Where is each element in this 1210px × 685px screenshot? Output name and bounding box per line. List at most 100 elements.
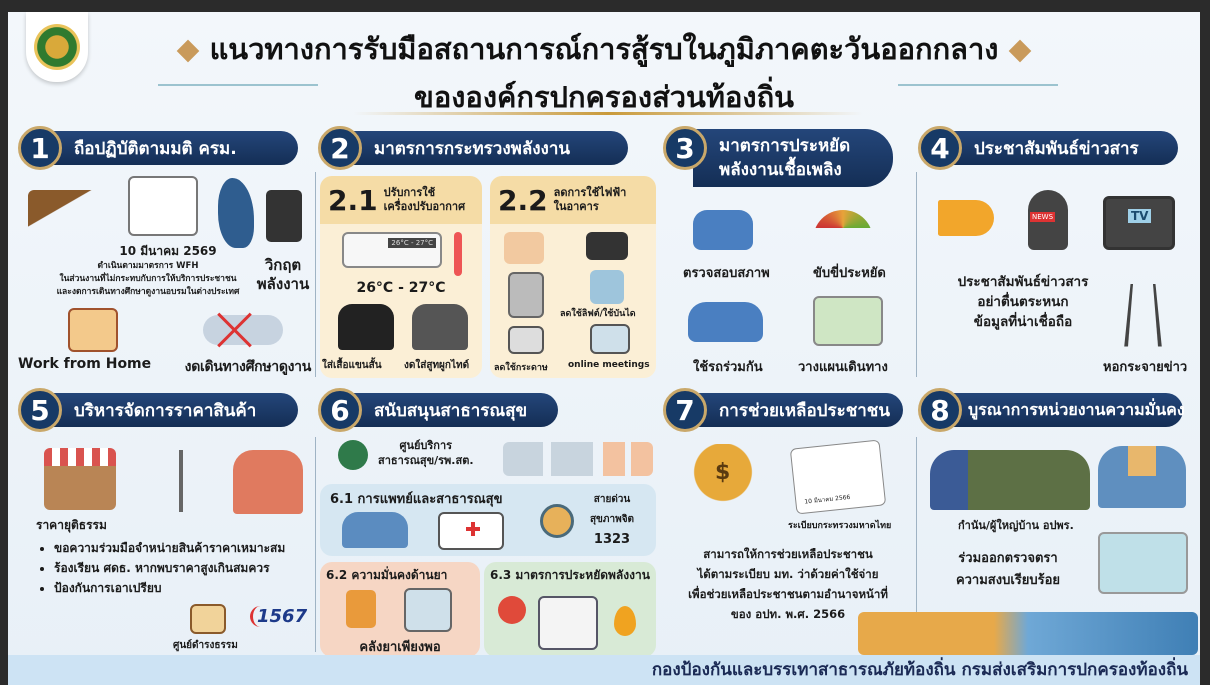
section-title: การช่วยเหลือประชาชน [693,393,903,427]
no-suit-icon [412,304,468,350]
video-meeting-icon [590,324,630,354]
pr-description: ประชาสัมพันธ์ข่าวสารอย่าตื่นตระหนกข้อมูล… [957,274,1089,330]
paper-label: ลดใช้กระดาษ [494,363,548,373]
title-line-2: ขององค์กรปกครองส่วนท้องถิ่น [414,80,794,114]
fair-price-label: ราคายุติธรรม [36,518,107,532]
divider [315,172,316,377]
section-title: บริหารจัดการราคาสินค้า [48,393,298,427]
microphone-icon: NEWS [1028,190,1068,250]
sub-title: 6.2 ความมั่นคงด้านยา [326,568,448,582]
infographic-poster: แนวทางการรับมือสถานการณ์การสู้รบในภูมิภา… [8,12,1200,685]
fuel-drop-icon [614,606,636,636]
circuit-decoration [158,84,318,86]
gold-ornament [353,112,863,115]
title-line-1: แนวทางการรับมือสถานการณ์การสู้รบในภูมิภา… [8,26,1200,72]
hospital-icon [538,596,598,650]
monitor-icon [586,232,628,260]
divider [916,172,917,377]
house-icon [68,308,118,352]
sub-title: ลดการใช้ไฟฟ้าในอาคาร [553,186,627,213]
energy-crisis-label: วิกฤตพลังงาน [256,256,310,293]
list-item: ป้องกันการเอาเปรียบ [54,578,285,598]
car-repair-icon [693,210,753,250]
carpool-icon [688,302,763,342]
oil-barrel-icon [266,190,302,242]
stairs-icon [590,270,624,304]
section-number: 2 [318,126,362,170]
section-number: 7 [663,388,707,432]
tv-icon: TV [1103,196,1175,250]
printer-icon [508,326,544,354]
mental-health-headset-icon [540,504,574,538]
section-number: 5 [18,388,62,432]
sub-number: 2.1 [328,183,378,217]
health-service-label: ศูนย์บริการสาธารณสุข/รพ.สต. [378,439,474,467]
department-logo [26,12,88,82]
section-number: 6 [318,388,362,432]
medicine-cabinet-icon [404,588,452,632]
sub-title: ปรับการใช้เครื่องปรับอากาศ [383,186,466,213]
assistance-description: สามารถให้การช่วยเหลือประชาชนได้ตามระเบีย… [688,547,888,621]
no-suit-label: งดใส่สูทผูกไทด์ [404,360,470,371]
document-icon [128,176,198,236]
money-bag-hand-icon: $ [693,444,753,514]
thermometer-icon [454,232,462,276]
caregivers-icon [342,512,408,548]
broadcast-tower-icon [1124,284,1162,347]
regulation-document-icon: 10 มีนาคม 2566 [789,439,887,515]
item-label: ตรวจสอบสภาพ [683,266,770,281]
speedometer-icon [813,210,873,246]
section-number: 4 [918,126,962,170]
gavel-icon [28,190,98,240]
health-center-icon [338,440,368,470]
people-label: กำนัน/ผู้ใหญ่บ้าน อปพร. [958,519,1074,532]
list-item: ขอความร่วมมือจำหน่ายสินค้าราคาเหมาะสม [54,538,285,558]
subpanel-6-2: 6.2 ความมั่นคงด้านยา คลังยาเพียงพอ [320,562,480,657]
item-label: ใช้รถร่วมกัน [693,360,763,375]
sub-title: 6.1 การแพทย์และสาธารณสุข [330,492,503,507]
medicine-desc: คลังยาเพียงพอ [359,640,441,655]
section-title: มาตรการกระทรวงพลังงาน [348,131,628,165]
medicine-bottle-icon [346,590,376,628]
wfh-label: Work from Home [18,356,152,372]
short-sleeve-label: ใส่เสื้อแขนสั้น [322,360,382,371]
bullet-list: ขอความร่วมมือจำหน่ายสินค้าราคาเหมาะสม ร้… [54,538,285,598]
villagers-house-icon [1098,446,1186,508]
patrol-description: ร่วมออกตรวจตราความสงบเรียบร้อย [955,551,1061,588]
cityscape-skyline [858,612,1198,655]
no-travel-label: งดเดินทางศึกษาดูงาน [184,359,312,375]
section-title: ถือปฏิบัติตามมติ ครม. [48,131,298,165]
divider [315,437,316,652]
thailand-map-icon [218,178,254,248]
seal-icon [34,24,80,70]
map-route-icon [813,296,883,346]
section-number: 1 [18,126,62,170]
section-title: บูรณาการหน่วยงานความมั่นคง [948,393,1185,427]
megaphone-icon [938,200,994,236]
tower-label: หอกระจายข่าว [1103,360,1188,375]
subpanel-6-3: 6.3 มาตรการประหยัดพลังงาน [484,562,656,657]
shoppers-icon [233,450,303,514]
ornament-icon [1009,39,1032,63]
medical-staff-icon [503,442,653,476]
world-map-icon [1098,532,1188,594]
ornament-icon [176,39,199,63]
short-sleeve-people-icon [338,304,394,350]
elevator-icon [508,272,544,318]
section-number: 3 [663,126,707,170]
no-airplane-icon [203,312,283,348]
ambulance-icon [438,512,504,550]
hotline-1567-logo: 1567 [250,606,307,627]
damrongtham-center-icon [190,604,226,634]
stairs-label: ลดใช้ลิฟต์/ใช้บันได [560,309,636,319]
market-stall-icon [44,448,116,510]
title-text-1: แนวทางการรับมือสถานการณ์การสู้รบในภูมิภา… [209,32,999,66]
